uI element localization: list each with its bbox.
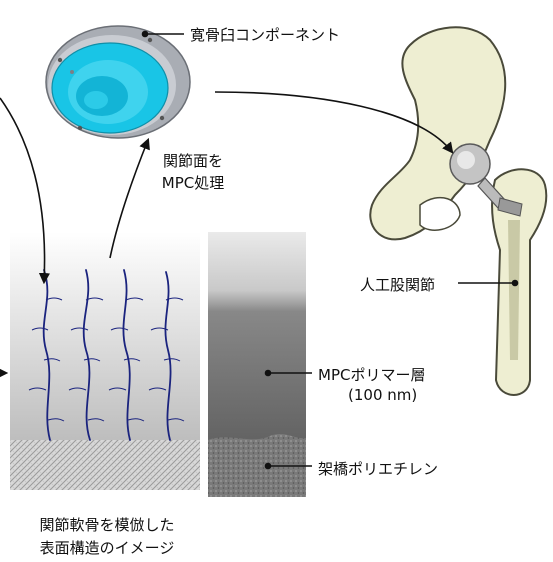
mpc-layer-thickness-label: (100 nm) <box>348 386 417 404</box>
caption-line1: 関節軟骨を模倣した <box>0 514 214 535</box>
articular-surface-label-line2: MPC処理 <box>150 172 236 193</box>
tem-cross-section-image <box>208 232 306 497</box>
acetabular-component-label: 寛骨臼コンポーネント <box>190 24 340 45</box>
articular-surface-label-line1: 関節面を <box>150 150 236 171</box>
polymer-brush-illustration <box>10 232 200 490</box>
artificial-hip-label: 人工股関節 <box>360 274 435 295</box>
polyethylene-label: 架橋ポリエチレン <box>318 458 438 479</box>
caption-line2: 表面構造のイメージ <box>0 537 214 558</box>
acetabular-cup-icon <box>46 26 190 138</box>
hip-joint-icon <box>370 27 546 395</box>
mpc-layer-label: MPCポリマー層 <box>318 364 425 385</box>
